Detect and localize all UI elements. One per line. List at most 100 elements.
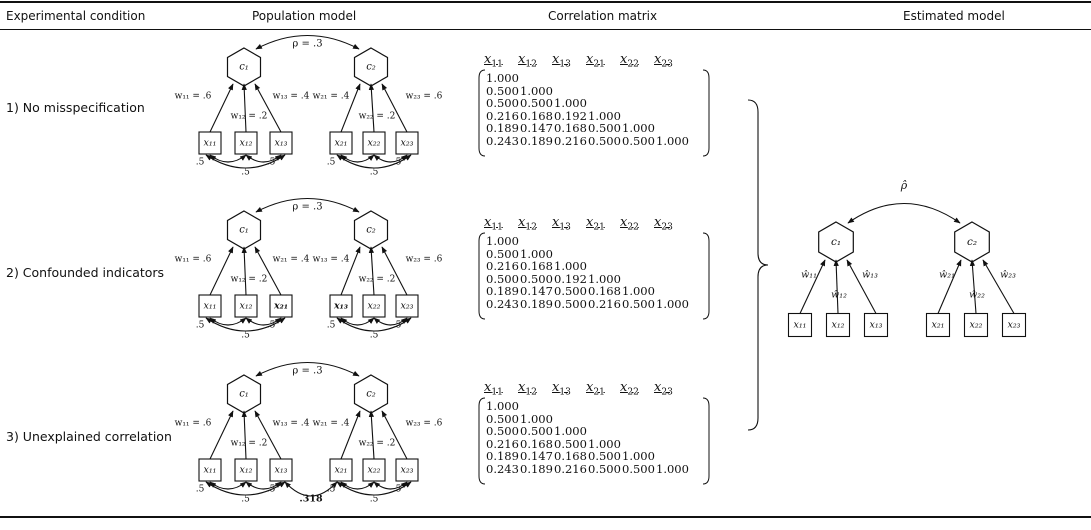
weight-arrow xyxy=(241,410,247,460)
matrix-cell: 1.000 xyxy=(486,234,519,248)
estimated-weight-arrow xyxy=(982,259,1015,314)
weight-arrow xyxy=(209,83,234,133)
indicator-label: x₁₁ xyxy=(204,301,217,312)
indicator-label: x₂₂ xyxy=(368,301,381,312)
indicator-correlation-arc xyxy=(336,317,412,332)
matrix-cell: 0.500 xyxy=(554,297,587,311)
matrix-column-header: x11 xyxy=(484,215,503,233)
matrix-cell: 0.216 xyxy=(486,259,519,274)
matrix-cell: 1.000 xyxy=(520,83,553,98)
matrix-cell: 1.000 xyxy=(656,462,689,476)
weight-arrow xyxy=(254,83,282,133)
weight-arrow xyxy=(368,246,375,296)
indicator-correlation-label: .5 xyxy=(241,168,250,178)
matrix-cell: 0.189 xyxy=(520,134,553,148)
matrix-cell: 0.500 xyxy=(588,449,621,464)
indicator-correlation-label: .5 xyxy=(196,485,205,495)
indicator-correlation-label: .5 xyxy=(393,485,402,495)
matrix-brackets xyxy=(478,69,710,157)
estimated-weight-label: ŵ₂₃ xyxy=(1000,270,1016,281)
header-population: Population model xyxy=(252,9,357,23)
indicator-box xyxy=(362,131,386,155)
composite-c2-label: c₂ xyxy=(366,62,376,73)
rho-arc xyxy=(255,198,360,213)
composite-c1-label: c₁ xyxy=(239,225,249,236)
matrix-cell: 0.168 xyxy=(520,436,553,451)
matrix-cell: 0.147 xyxy=(520,121,553,136)
matrix-cell: 0.216 xyxy=(486,108,519,123)
cross-correlation-arc xyxy=(284,481,338,497)
indicator-correlation-label: .5 xyxy=(370,331,379,341)
estimated-weight-arrow xyxy=(799,259,826,314)
weight-label: w₂₃ = .6 xyxy=(406,419,443,429)
weight-arrow xyxy=(381,83,408,133)
matrix-cell: 1.000 xyxy=(520,411,553,426)
rho-label: ρ = .3 xyxy=(292,366,322,377)
matrix-cell: 0.189 xyxy=(486,449,519,464)
weight-label: w₁₃ = .4 xyxy=(273,419,310,429)
bottom-rule xyxy=(0,516,1091,518)
indicator-box xyxy=(395,458,419,482)
matrix-cell: 1.000 xyxy=(656,134,689,148)
matrix-cell: 0.168 xyxy=(588,284,621,299)
estimated-indicator-label: x₁₂ xyxy=(832,320,845,331)
estimated-c2-label: c₂ xyxy=(967,236,977,248)
weight-arrow xyxy=(209,410,234,460)
weight-label: w₂₂ = .2 xyxy=(359,275,396,285)
matrix-cell: 0.500 xyxy=(554,436,587,451)
matrix-column-header: x22 xyxy=(620,215,639,233)
weight-label: w₂₂ = .2 xyxy=(359,439,396,449)
matrix-cell: 0.500 xyxy=(554,284,587,299)
matrix-cell: 0.500 xyxy=(588,134,621,148)
matrix-cell: 1.000 xyxy=(622,284,655,299)
weight-arrow xyxy=(368,410,375,460)
rho-hat-label: ρ̂ xyxy=(900,179,908,192)
indicator-label: x₂₂ xyxy=(368,138,381,149)
matrix-cell: 0.168 xyxy=(554,449,587,464)
matrix-brackets xyxy=(478,397,710,485)
weight-label: w₂₁ = .4 xyxy=(273,255,310,265)
matrix-cell: 0.189 xyxy=(486,121,519,136)
matrix-column-header: x21 xyxy=(586,52,605,70)
header-rule xyxy=(0,29,1091,30)
indicator-correlation-arc xyxy=(205,481,286,496)
matrix-cell: 0.147 xyxy=(520,449,553,464)
matrix-column-header: x12 xyxy=(518,380,537,398)
matrix-cell: 0.189 xyxy=(486,284,519,299)
matrix-cell: 1.000 xyxy=(520,246,553,261)
estimated-weight-arrow xyxy=(846,259,877,314)
cross-correlation-label: .318 xyxy=(299,494,323,505)
matrix-column-header: x11 xyxy=(484,52,503,70)
matrix-cell: 1.000 xyxy=(622,121,655,136)
indicator-box xyxy=(269,458,293,482)
rho-label: ρ = .3 xyxy=(292,202,322,213)
matrix-cell: 0.500 xyxy=(520,424,553,439)
matrix-cell: 0.243 xyxy=(486,297,519,311)
matrix-cell: 1.000 xyxy=(656,297,689,311)
condition-1-label: 1) No misspecification xyxy=(6,100,145,115)
matrix-cell: 0.192 xyxy=(554,271,587,286)
matrix-column-header: x22 xyxy=(620,380,639,398)
matrix-cell: 0.168 xyxy=(520,108,553,123)
estimated-c1-label: c₁ xyxy=(831,236,841,248)
composite-c1-label: c₁ xyxy=(239,389,249,400)
matrix-brackets xyxy=(478,232,710,320)
matrix-cell: 1.000 xyxy=(622,449,655,464)
indicator-correlation-label: .5 xyxy=(267,158,276,168)
weight-arrow xyxy=(254,410,282,460)
indicator-box xyxy=(234,294,258,318)
estimated-weight-arrow xyxy=(937,259,962,314)
weight-arrow xyxy=(381,410,408,460)
matrix-column-header: x21 xyxy=(586,215,605,233)
indicator-box xyxy=(395,294,419,318)
